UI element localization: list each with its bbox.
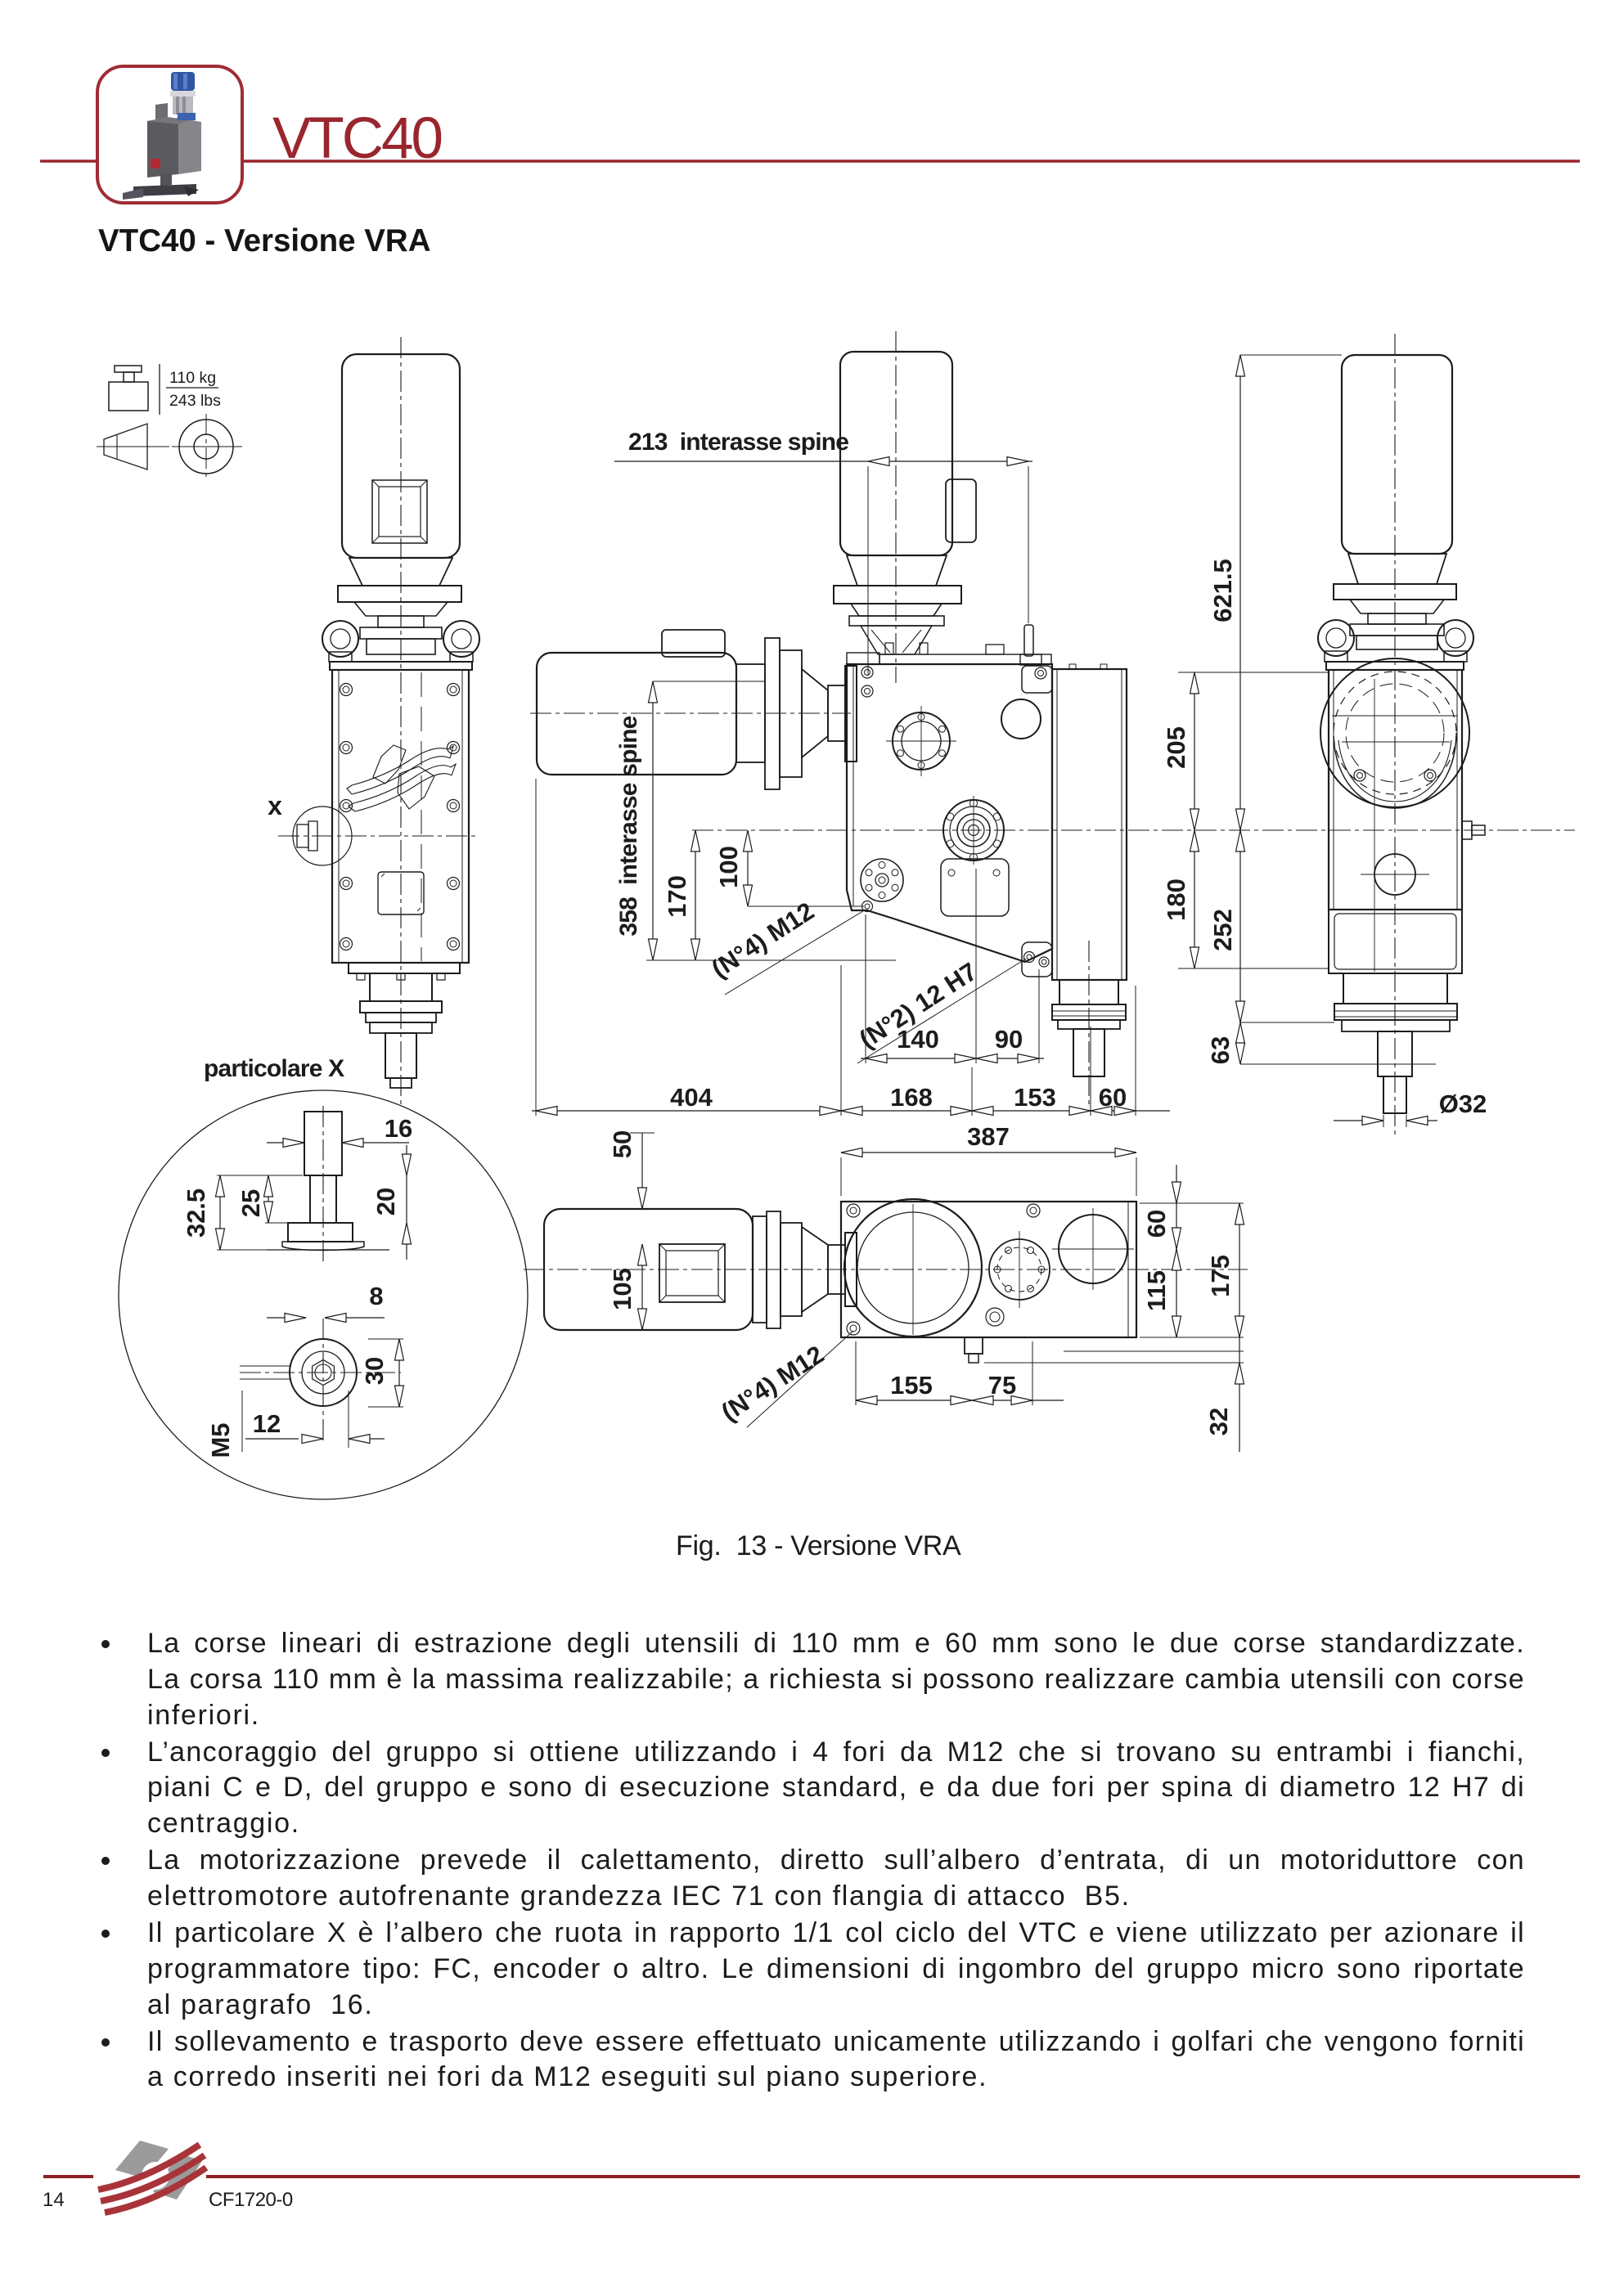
svg-text:16: 16 <box>385 1114 412 1143</box>
svg-text:175: 175 <box>1206 1255 1235 1297</box>
svg-text:8: 8 <box>369 1282 383 1310</box>
svg-text:M5: M5 <box>206 1422 235 1458</box>
svg-text:100: 100 <box>714 846 743 888</box>
svg-text:(N°4) M12: (N°4) M12 <box>716 1340 829 1427</box>
svg-text:387: 387 <box>967 1122 1010 1151</box>
svg-text:75: 75 <box>988 1371 1016 1400</box>
svg-text:105: 105 <box>608 1268 637 1310</box>
svg-text:358 interasse spine: 358 interasse spine <box>615 716 642 936</box>
svg-text:180: 180 <box>1162 878 1190 921</box>
svg-text:25: 25 <box>236 1189 265 1217</box>
svg-text:60: 60 <box>1099 1083 1127 1112</box>
svg-text:115: 115 <box>1142 1270 1171 1311</box>
svg-text:32: 32 <box>1204 1408 1233 1436</box>
svg-text:50: 50 <box>608 1130 637 1158</box>
svg-text:12: 12 <box>253 1409 281 1438</box>
svg-text:205: 205 <box>1162 726 1190 769</box>
svg-text:168: 168 <box>890 1083 933 1112</box>
svg-text:90: 90 <box>995 1025 1023 1054</box>
svg-text:Ø32: Ø32 <box>1439 1090 1487 1118</box>
svg-text:155: 155 <box>890 1371 933 1400</box>
svg-text:30: 30 <box>360 1357 389 1385</box>
svg-text:140: 140 <box>897 1025 939 1054</box>
svg-text:60: 60 <box>1142 1210 1171 1238</box>
svg-text:110 kg: 110 kg <box>169 369 216 387</box>
svg-text:404: 404 <box>670 1083 713 1112</box>
svg-text:170: 170 <box>663 875 691 918</box>
svg-text:20: 20 <box>371 1188 400 1215</box>
svg-text:particolare X: particolare X <box>204 1055 344 1082</box>
svg-text:621.5: 621.5 <box>1208 559 1237 622</box>
svg-text:153: 153 <box>1014 1083 1056 1112</box>
svg-text:(N°4) M12: (N°4) M12 <box>706 896 819 983</box>
svg-text:x: x <box>268 791 282 820</box>
svg-text:32.5: 32.5 <box>182 1188 210 1238</box>
svg-text:63: 63 <box>1206 1036 1235 1064</box>
svg-text:243 lbs: 243 lbs <box>169 392 221 410</box>
svg-text:213 interasse spine: 213 interasse spine <box>628 429 848 456</box>
svg-text:252: 252 <box>1208 909 1237 951</box>
